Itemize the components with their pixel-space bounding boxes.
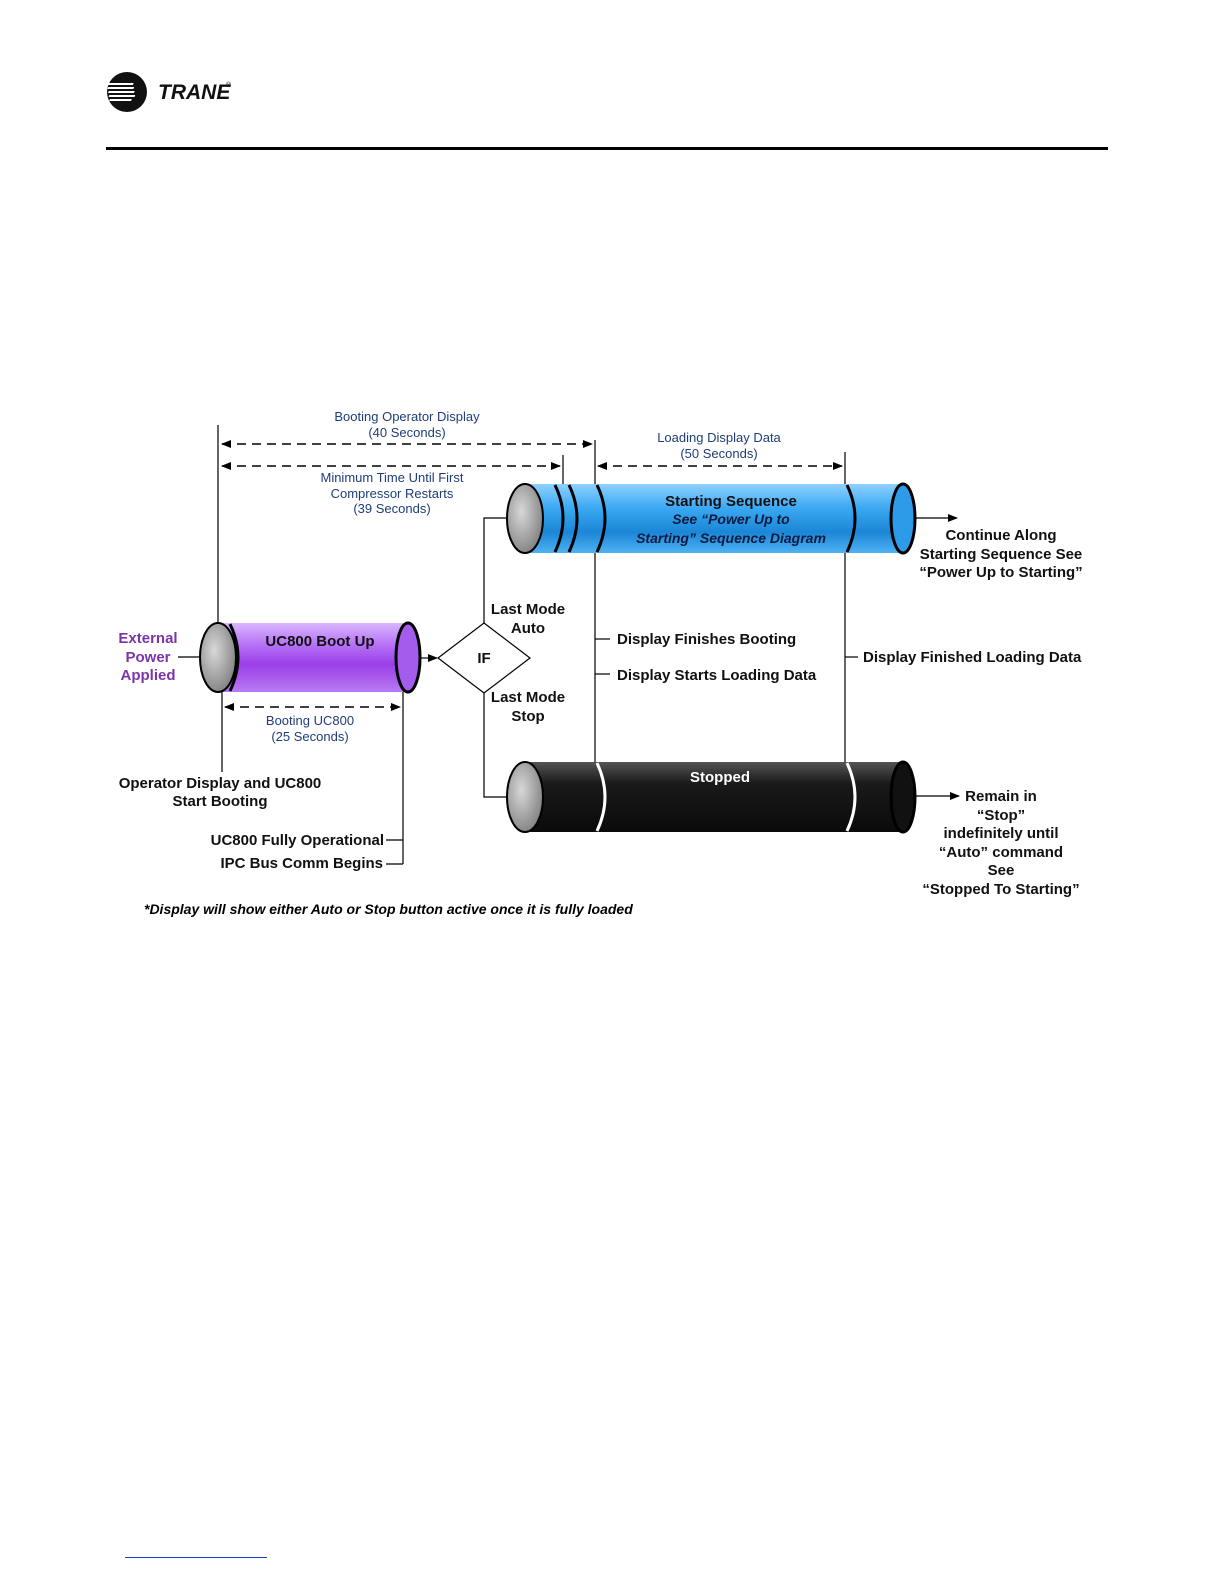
booting-uc800-label-1: Booting UC800 [266,713,354,728]
display-finished-loading-label: Display Finished Loading Data [863,649,1082,666]
continue-along-3: “Power Up to Starting” [919,564,1082,581]
external-power-label-3: Applied [121,667,176,684]
booting-uc800-label-2: (25 Seconds) [271,729,348,744]
brand-name: TRANE [158,81,231,104]
min-time-label-3: (39 Seconds) [353,501,430,516]
footer-link-underline[interactable] [125,1557,267,1558]
starting-sequence-cylinder: Starting Sequence See “Power Up to Start… [506,482,917,555]
ipc-bus-label: IPC Bus Comm Begins [220,855,383,872]
trane-logo: TRANE ® [106,72,232,112]
remain-in-4: “Auto” command [939,844,1063,861]
remain-in-3: indefinitely until [944,825,1059,842]
last-mode-stop-label-2: Stop [511,708,544,725]
starting-sequence-see-1: See “Power Up to [672,511,790,527]
last-mode-auto-label-1: Last Mode [491,601,565,618]
header-rule [106,147,1108,150]
last-mode-stop-label-1: Last Mode [491,689,565,706]
min-time-label-1: Minimum Time Until First [320,470,463,485]
brand-registered-mark: ® [226,81,232,89]
stopped-label: Stopped [690,769,750,786]
remain-in-1: Remain in [965,788,1037,805]
if-label: IF [477,650,490,667]
remain-in-6: “Stopped To Starting” [922,881,1079,898]
remain-in-2: “Stop” [977,807,1025,824]
footnote: *Display will show either Auto or Stop b… [144,901,633,917]
loading-data-label-2: (50 Seconds) [680,446,757,461]
uc800-boot-label: UC800 Boot Up [265,633,374,650]
starting-sequence-label: Starting Sequence [665,493,797,510]
starting-sequence-see-2: Starting” Sequence Diagram [636,530,826,546]
booting-display-label-2: (40 Seconds) [368,425,445,440]
booting-display-label-1: Booting Operator Display [334,409,480,424]
remain-in-5: See [988,862,1015,879]
external-power-label-1: External [118,630,177,647]
operator-display-label-1: Operator Display and UC800 [119,775,322,792]
continue-along-2: Starting Sequence See [920,546,1083,563]
min-time-label-2: Compressor Restarts [331,486,454,501]
continue-along-1: Continue Along [945,527,1056,544]
last-mode-auto-label-2: Auto [511,620,545,637]
operator-display-label-2: Start Booting [173,793,268,810]
external-power-label-2: Power [125,649,170,666]
uc800-operational-label: UC800 Fully Operational [211,832,384,849]
display-finishes-label: Display Finishes Booting [617,631,796,648]
stopped-cylinder: Stopped [506,760,917,834]
display-starts-label: Display Starts Loading Data [617,667,817,684]
loading-data-label-1: Loading Display Data [657,430,781,445]
uc800-boot-cylinder: UC800 Boot Up [199,621,422,694]
